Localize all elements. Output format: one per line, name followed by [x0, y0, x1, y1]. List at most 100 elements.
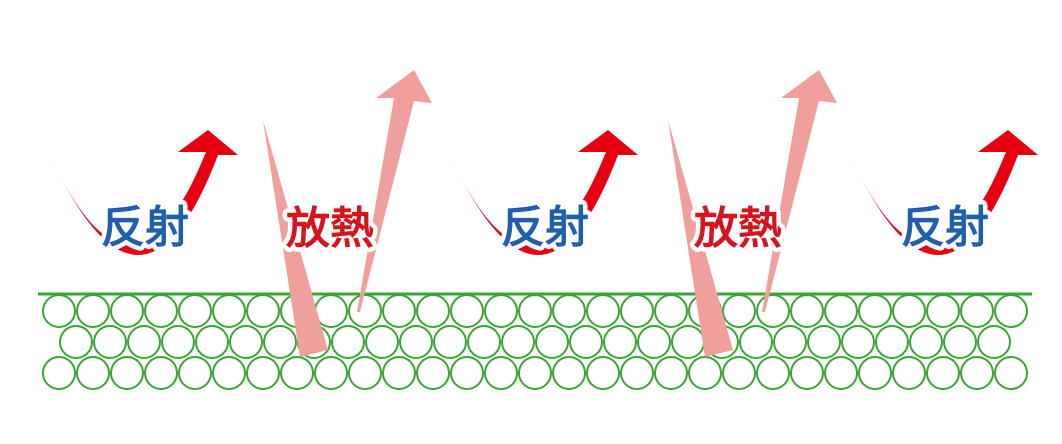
reflect-arrow-shape — [450, 130, 638, 255]
reflect-label: 反射 — [501, 202, 589, 253]
fiber-circle — [110, 294, 144, 328]
fiber-circle — [348, 294, 382, 328]
fiber-circle — [841, 325, 875, 359]
fiber-circle — [382, 294, 416, 328]
fiber-circle — [977, 325, 1011, 359]
fiber-layer — [38, 292, 1032, 390]
fiber-circle — [535, 325, 569, 359]
fiber-circle — [722, 294, 756, 328]
radiate-wedge-down — [668, 120, 733, 357]
fiber-circle — [161, 325, 195, 359]
fiber-circle — [892, 356, 926, 390]
fiber-circle — [739, 325, 773, 359]
fiber-circle — [416, 356, 450, 390]
fiber-circle — [501, 325, 535, 359]
radiate-arrow-up — [357, 70, 432, 312]
fiber-circle — [467, 325, 501, 359]
fiber-circle — [960, 356, 994, 390]
fiber-circle — [433, 325, 467, 359]
fiber-circle — [314, 356, 348, 390]
fiber-circle — [246, 294, 280, 328]
fiber-circle — [212, 356, 246, 390]
fiber-circle — [688, 356, 722, 390]
fiber-circle — [824, 294, 858, 328]
fiber-circle — [943, 325, 977, 359]
fiber-circle — [399, 325, 433, 359]
radiate-wedge-down — [263, 120, 328, 357]
fiber-circle — [892, 294, 926, 328]
fiber-circle — [280, 356, 314, 390]
reflect-arrow-2: 反射 — [450, 130, 638, 258]
fiber-circle — [756, 356, 790, 390]
radiate-label: 放熱 — [694, 203, 782, 254]
fiber-circle — [450, 356, 484, 390]
fiber-circle — [76, 356, 110, 390]
fiber-circle — [59, 325, 93, 359]
fiber-circle — [620, 294, 654, 328]
fiber-circle — [178, 356, 212, 390]
fiber-circle — [586, 294, 620, 328]
fiber-circle — [382, 356, 416, 390]
fiber-circle — [756, 294, 790, 328]
fiber-circle — [824, 356, 858, 390]
reflect-arrow-shape — [850, 130, 1038, 255]
fiber-circle — [195, 325, 229, 359]
fiber-circle — [144, 356, 178, 390]
fiber-circle — [790, 356, 824, 390]
fiber-circle — [926, 356, 960, 390]
fiber-circle — [926, 294, 960, 328]
fiber-circles — [42, 294, 1028, 390]
fiber-circle — [671, 325, 705, 359]
fiber-circle — [365, 325, 399, 359]
fiber-circle — [654, 356, 688, 390]
fiber-circle — [960, 294, 994, 328]
fiber-circle — [586, 356, 620, 390]
reflect-arrow-shape — [50, 130, 238, 255]
reflect-label: 反射 — [101, 202, 189, 253]
fiber-circle — [620, 356, 654, 390]
radiate-arrow-up — [762, 70, 837, 312]
fiber-circle — [807, 325, 841, 359]
fiber-circle — [331, 325, 365, 359]
fiber-circle — [348, 356, 382, 390]
radiate-arrow-2: 放熱 — [668, 70, 837, 357]
fiber-circle — [484, 294, 518, 328]
fiber-circle — [246, 356, 280, 390]
fiber-circle — [484, 356, 518, 390]
fiber-circle — [518, 356, 552, 390]
fiber-circle — [790, 294, 824, 328]
fiber-circle — [42, 356, 76, 390]
fiber-circle — [654, 294, 688, 328]
fiber-circle — [858, 356, 892, 390]
reflect-arrow-1: 反射 — [50, 130, 238, 258]
fiber-circle — [875, 325, 909, 359]
fiber-circle — [994, 356, 1028, 390]
fiber-circle — [603, 325, 637, 359]
fiber-circle — [552, 294, 586, 328]
fiber-circle — [518, 294, 552, 328]
reflect-label: 反射 — [901, 202, 989, 253]
fiber-circle — [42, 294, 76, 328]
fiber-circle — [858, 294, 892, 328]
fiber-circle — [569, 325, 603, 359]
fiber-circle — [416, 294, 450, 328]
fiber-circle — [450, 294, 484, 328]
radiate-arrow-1: 放熱 — [263, 70, 432, 357]
fiber-circle — [773, 325, 807, 359]
reflect-arrow-3: 反射 — [850, 130, 1038, 258]
fiber-circle — [93, 325, 127, 359]
fiber-circle — [110, 356, 144, 390]
fiber-circle — [76, 294, 110, 328]
fiber-circle — [263, 325, 297, 359]
radiate-label: 放熱 — [286, 203, 374, 254]
fiber-circle — [229, 325, 263, 359]
fiber-circle — [722, 356, 756, 390]
fiber-circle — [144, 294, 178, 328]
fiber-circle — [212, 294, 246, 328]
fiber-circle — [127, 325, 161, 359]
fiber-circle — [637, 325, 671, 359]
fiber-circle — [994, 294, 1028, 328]
fiber-circle — [552, 356, 586, 390]
fiber-circle — [178, 294, 212, 328]
